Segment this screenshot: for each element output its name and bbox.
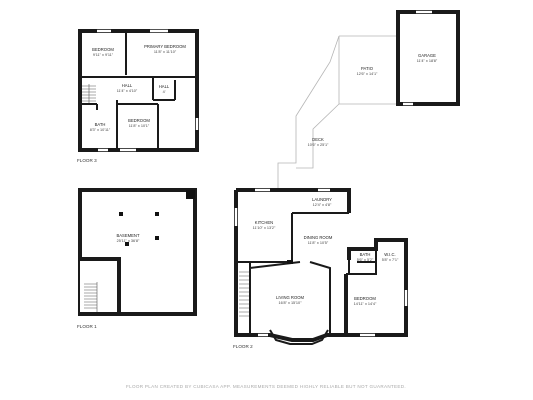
room-name: BATH: [95, 122, 106, 127]
room-dimensions: 11'4" x 4'10": [117, 89, 138, 93]
room-name: BASEMENT: [116, 233, 139, 238]
floor-2-interior-walls: [236, 212, 377, 335]
room-dimensions: 9'11" x 9'11": [93, 53, 114, 57]
floor-label: FLOOR 1: [77, 324, 97, 329]
room-name: LAUNDRY: [312, 197, 332, 202]
floor-3-stairs: [82, 84, 96, 103]
room-dimensions: 8'3" x 10'11": [90, 128, 111, 132]
support-post: [119, 212, 123, 216]
floor-3-plan: BEDROOM 9'11" x 9'11" PRIMARY BEDROOM 11…: [77, 29, 199, 163]
room-name: LIVING ROOM: [276, 295, 304, 300]
floor-2-stairs: [239, 271, 249, 317]
room-dimensions: 11'10" x 13'2": [253, 226, 276, 230]
floor-3-interior-walls: [80, 31, 197, 150]
footer-disclaimer: FLOOR PLAN CREATED BY CUBICASA APP. MEAS…: [126, 384, 406, 389]
floor-1-stairs: [84, 282, 98, 312]
room-name: BEDROOM: [92, 47, 114, 52]
room-name: BATH: [360, 252, 371, 257]
room-name: BEDROOM: [128, 118, 150, 123]
room-name: PRIMARY BEDROOM: [144, 44, 186, 49]
room-dimensions: 5'8" x 7'1": [382, 258, 399, 262]
support-post: [125, 242, 129, 246]
room-name: KITCHEN: [255, 220, 273, 225]
room-name: HALL: [159, 84, 170, 89]
room-name: W.I.C.: [384, 252, 395, 257]
room-name: DECK: [312, 137, 324, 142]
room-dimensions: 25'11" x 36'8": [117, 239, 140, 243]
floor-2-outer-wall: [234, 188, 408, 342]
room-name: GARAGE: [418, 53, 436, 58]
support-post: [155, 236, 159, 240]
room-dimensions: 11'8" x 10'5": [308, 241, 329, 245]
room-dimensions: 12'4" x 4'8": [313, 203, 332, 207]
support-post: [155, 212, 159, 216]
room-dimensions: 10'6" x 25'1": [308, 143, 329, 147]
garage-wall: [396, 10, 460, 106]
room-name: DINING ROOM: [304, 235, 333, 240]
room-dimensions: 11'4" x 18'8": [417, 59, 438, 63]
room-dimensions: 11'8" x 10'1": [129, 124, 150, 128]
chimney-block: [186, 190, 195, 199]
floor-label: FLOOR 3: [77, 158, 97, 163]
room-name: PATIO: [361, 66, 374, 71]
deck-outline: [277, 35, 340, 190]
floor-1-plan: BASEMENT 25'11" x 36'8" FLOOR 1: [77, 188, 197, 329]
fireplace-block: [287, 260, 293, 264]
room-dimensions: 14'11" x 14'4": [354, 302, 377, 306]
room-dimensions: 5'6" x 5'2": [357, 258, 374, 262]
floor-2-plan: PATIO 12'6" x 14'1" GARAGE 11'4" x 18'8"…: [233, 10, 460, 349]
room-dimensions: 16'8" x 15'10": [279, 301, 303, 305]
bay-window: [269, 329, 329, 345]
room-dimensions: 12'6" x 14'1": [357, 72, 378, 76]
room-dimensions: 11'8" x 11'10": [154, 50, 177, 54]
room-name: BEDROOM: [354, 296, 376, 301]
floor-label: FLOOR 2: [233, 344, 253, 349]
room-name: HALL: [122, 83, 133, 88]
room-dimensions: 4': [163, 90, 166, 94]
